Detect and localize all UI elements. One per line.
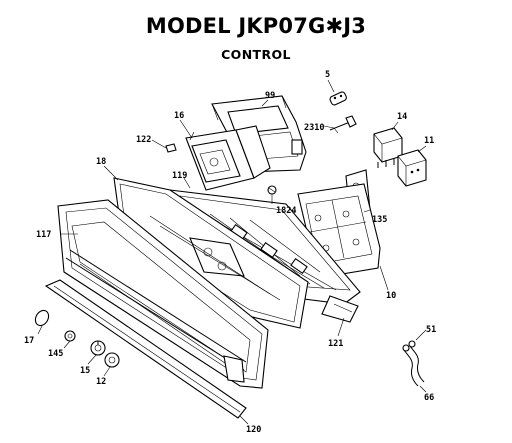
part-51-66-wire-harness [402,340,425,387]
callout-121: 121 [328,339,343,349]
diagram-subtitle: CONTROL [221,47,291,62]
callout-15: 15 [80,366,90,376]
callout-2310: 2310 [304,123,324,133]
part-2310-terminal [329,115,357,134]
callout-labels: 5 99 2310 14 11 16 122 18 119 1824 135 1… [24,70,436,435]
callout-117: 117 [36,230,51,240]
part-12-knob [104,352,120,368]
callout-14: 14 [397,112,407,122]
callout-1824: 1824 [276,206,296,216]
part-145-knob [64,330,76,342]
callout-16: 16 [174,111,184,121]
callout-10: 10 [386,291,396,301]
diagram-title: MODEL JKP07G✱J3 [145,14,367,38]
part-11-switch [397,149,427,187]
callout-66: 66 [424,393,434,403]
callout-120: 120 [246,425,261,435]
callout-17: 17 [24,336,34,346]
callout-135: 135 [372,215,387,225]
callout-11: 11 [424,136,434,146]
callout-119: 119 [172,171,187,181]
callout-51: 51 [426,325,436,335]
leader-lines [37,79,427,425]
part-18-display-panel [113,177,309,329]
callout-18: 18 [96,157,106,167]
part-1824-screw [267,185,277,195]
part-16-housing [185,125,271,191]
part-17-insert [34,309,50,327]
callout-122: 122 [136,135,151,145]
callout-5: 5 [325,70,330,80]
callout-145: 145 [48,349,63,359]
callout-12: 12 [96,377,106,387]
part-117-control-panel [57,199,269,389]
callout-99: 99 [265,91,275,101]
part-122-clip [165,143,177,153]
part-121-trim [321,295,359,323]
part-120-trim [44,279,247,419]
part-5-component [329,91,347,106]
part-15-knob [90,340,106,356]
